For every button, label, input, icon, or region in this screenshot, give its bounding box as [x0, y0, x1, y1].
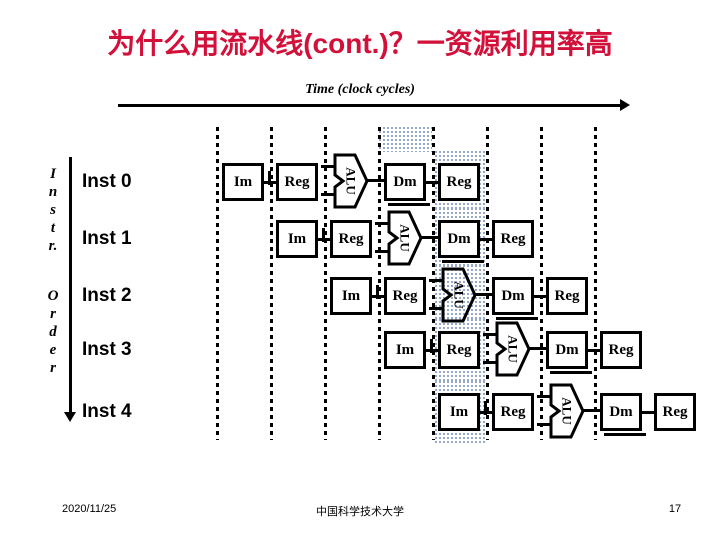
cycle-separator-line [378, 127, 381, 440]
connector [604, 433, 646, 436]
footer-date: 2020/11/25 [62, 503, 117, 515]
order-axis-letter: e [49, 342, 57, 358]
stage-box-reg: Reg [600, 331, 642, 369]
stage-box-im: Im [384, 331, 426, 369]
connector [478, 238, 494, 241]
alu-block: ALU [495, 321, 531, 377]
cycle-separator-line [432, 127, 435, 440]
row-label-inst-4: Inst 4 [82, 401, 132, 422]
order-axis-letter: O [47, 288, 59, 304]
order-axis-letter: r [50, 306, 56, 322]
stage-box-reg: Reg [438, 163, 480, 201]
stage-box-im: Im [276, 220, 318, 258]
connector [475, 293, 495, 296]
stage-box-dm: Dm [600, 393, 642, 431]
connector [429, 279, 443, 282]
row-label-inst-3: Inst 3 [82, 339, 132, 360]
connector [321, 193, 335, 196]
alu-block: ALU [441, 267, 477, 323]
stage-box-reg: Reg [276, 163, 318, 201]
connector [529, 347, 549, 350]
connector [375, 250, 389, 253]
stage-box-reg: Reg [330, 220, 372, 258]
page-title: 为什么用流水线(cont.)？一资源利用率高 [107, 28, 613, 59]
cycle-separator-line [594, 127, 597, 440]
footer-organization: 中国科学技术大学 [316, 506, 404, 518]
time-axis-label: Time (clock cycles) [305, 82, 415, 97]
order-axis-letter: n [48, 184, 58, 200]
connector [388, 203, 430, 206]
stage-box-im: Im [438, 393, 480, 431]
connector [322, 228, 325, 242]
connector [583, 409, 603, 412]
connector [483, 333, 497, 336]
right-arrow-icon [620, 99, 630, 111]
connector [483, 361, 497, 364]
row-label-inst-2: Inst 2 [82, 285, 132, 306]
footer-page-number: 17 [668, 503, 682, 515]
order-axis-letter: r [50, 360, 56, 376]
highlight-band [379, 127, 432, 152]
alu-block: ALU [387, 210, 423, 266]
stage-box-reg: Reg [438, 331, 480, 369]
stage-box-reg: Reg [492, 393, 534, 431]
row-label-inst-0: Inst 0 [82, 171, 132, 192]
stage-box-dm: Dm [384, 163, 426, 201]
cycle-separator-line [324, 127, 327, 440]
connector [550, 371, 592, 374]
order-axis-letter: t [50, 220, 56, 236]
time-axis-line [118, 104, 626, 107]
cycle-separator-line [486, 127, 489, 440]
connector [424, 181, 440, 184]
order-axis-letter: I [50, 166, 56, 182]
connector [429, 307, 443, 310]
row-label-inst-1: Inst 1 [82, 228, 132, 249]
down-arrow-icon [64, 412, 76, 422]
connector [532, 295, 548, 298]
order-axis-letter: s [50, 202, 56, 218]
connector [640, 411, 656, 414]
stage-box-dm: Dm [546, 331, 588, 369]
stage-box-dm: Dm [492, 277, 534, 315]
alu-block: ALU [549, 383, 585, 439]
connector [442, 260, 484, 263]
cycle-separator-line [540, 127, 543, 440]
connector [586, 349, 602, 352]
connector [537, 423, 551, 426]
stage-box-dm: Dm [438, 220, 480, 258]
stage-box-reg: Reg [546, 277, 588, 315]
stage-box-im: Im [330, 277, 372, 315]
connector [376, 285, 379, 299]
connector [268, 171, 271, 185]
stage-box-reg: Reg [492, 220, 534, 258]
stage-box-reg: Reg [384, 277, 426, 315]
connector [537, 395, 551, 398]
stage-box-im: Im [222, 163, 264, 201]
connector [367, 179, 387, 182]
cycle-separator-line [270, 127, 273, 440]
connector [496, 317, 538, 320]
connector [375, 222, 389, 225]
order-axis-line [69, 157, 72, 415]
connector [430, 339, 433, 353]
connector [421, 236, 441, 239]
connector [321, 165, 335, 168]
alu-block: ALU [333, 153, 369, 209]
cycle-separator-line [216, 127, 219, 440]
stage-box-reg: Reg [654, 393, 696, 431]
order-axis-letter: d [49, 324, 57, 340]
connector [484, 401, 487, 415]
order-axis-letter: r. [48, 238, 58, 254]
